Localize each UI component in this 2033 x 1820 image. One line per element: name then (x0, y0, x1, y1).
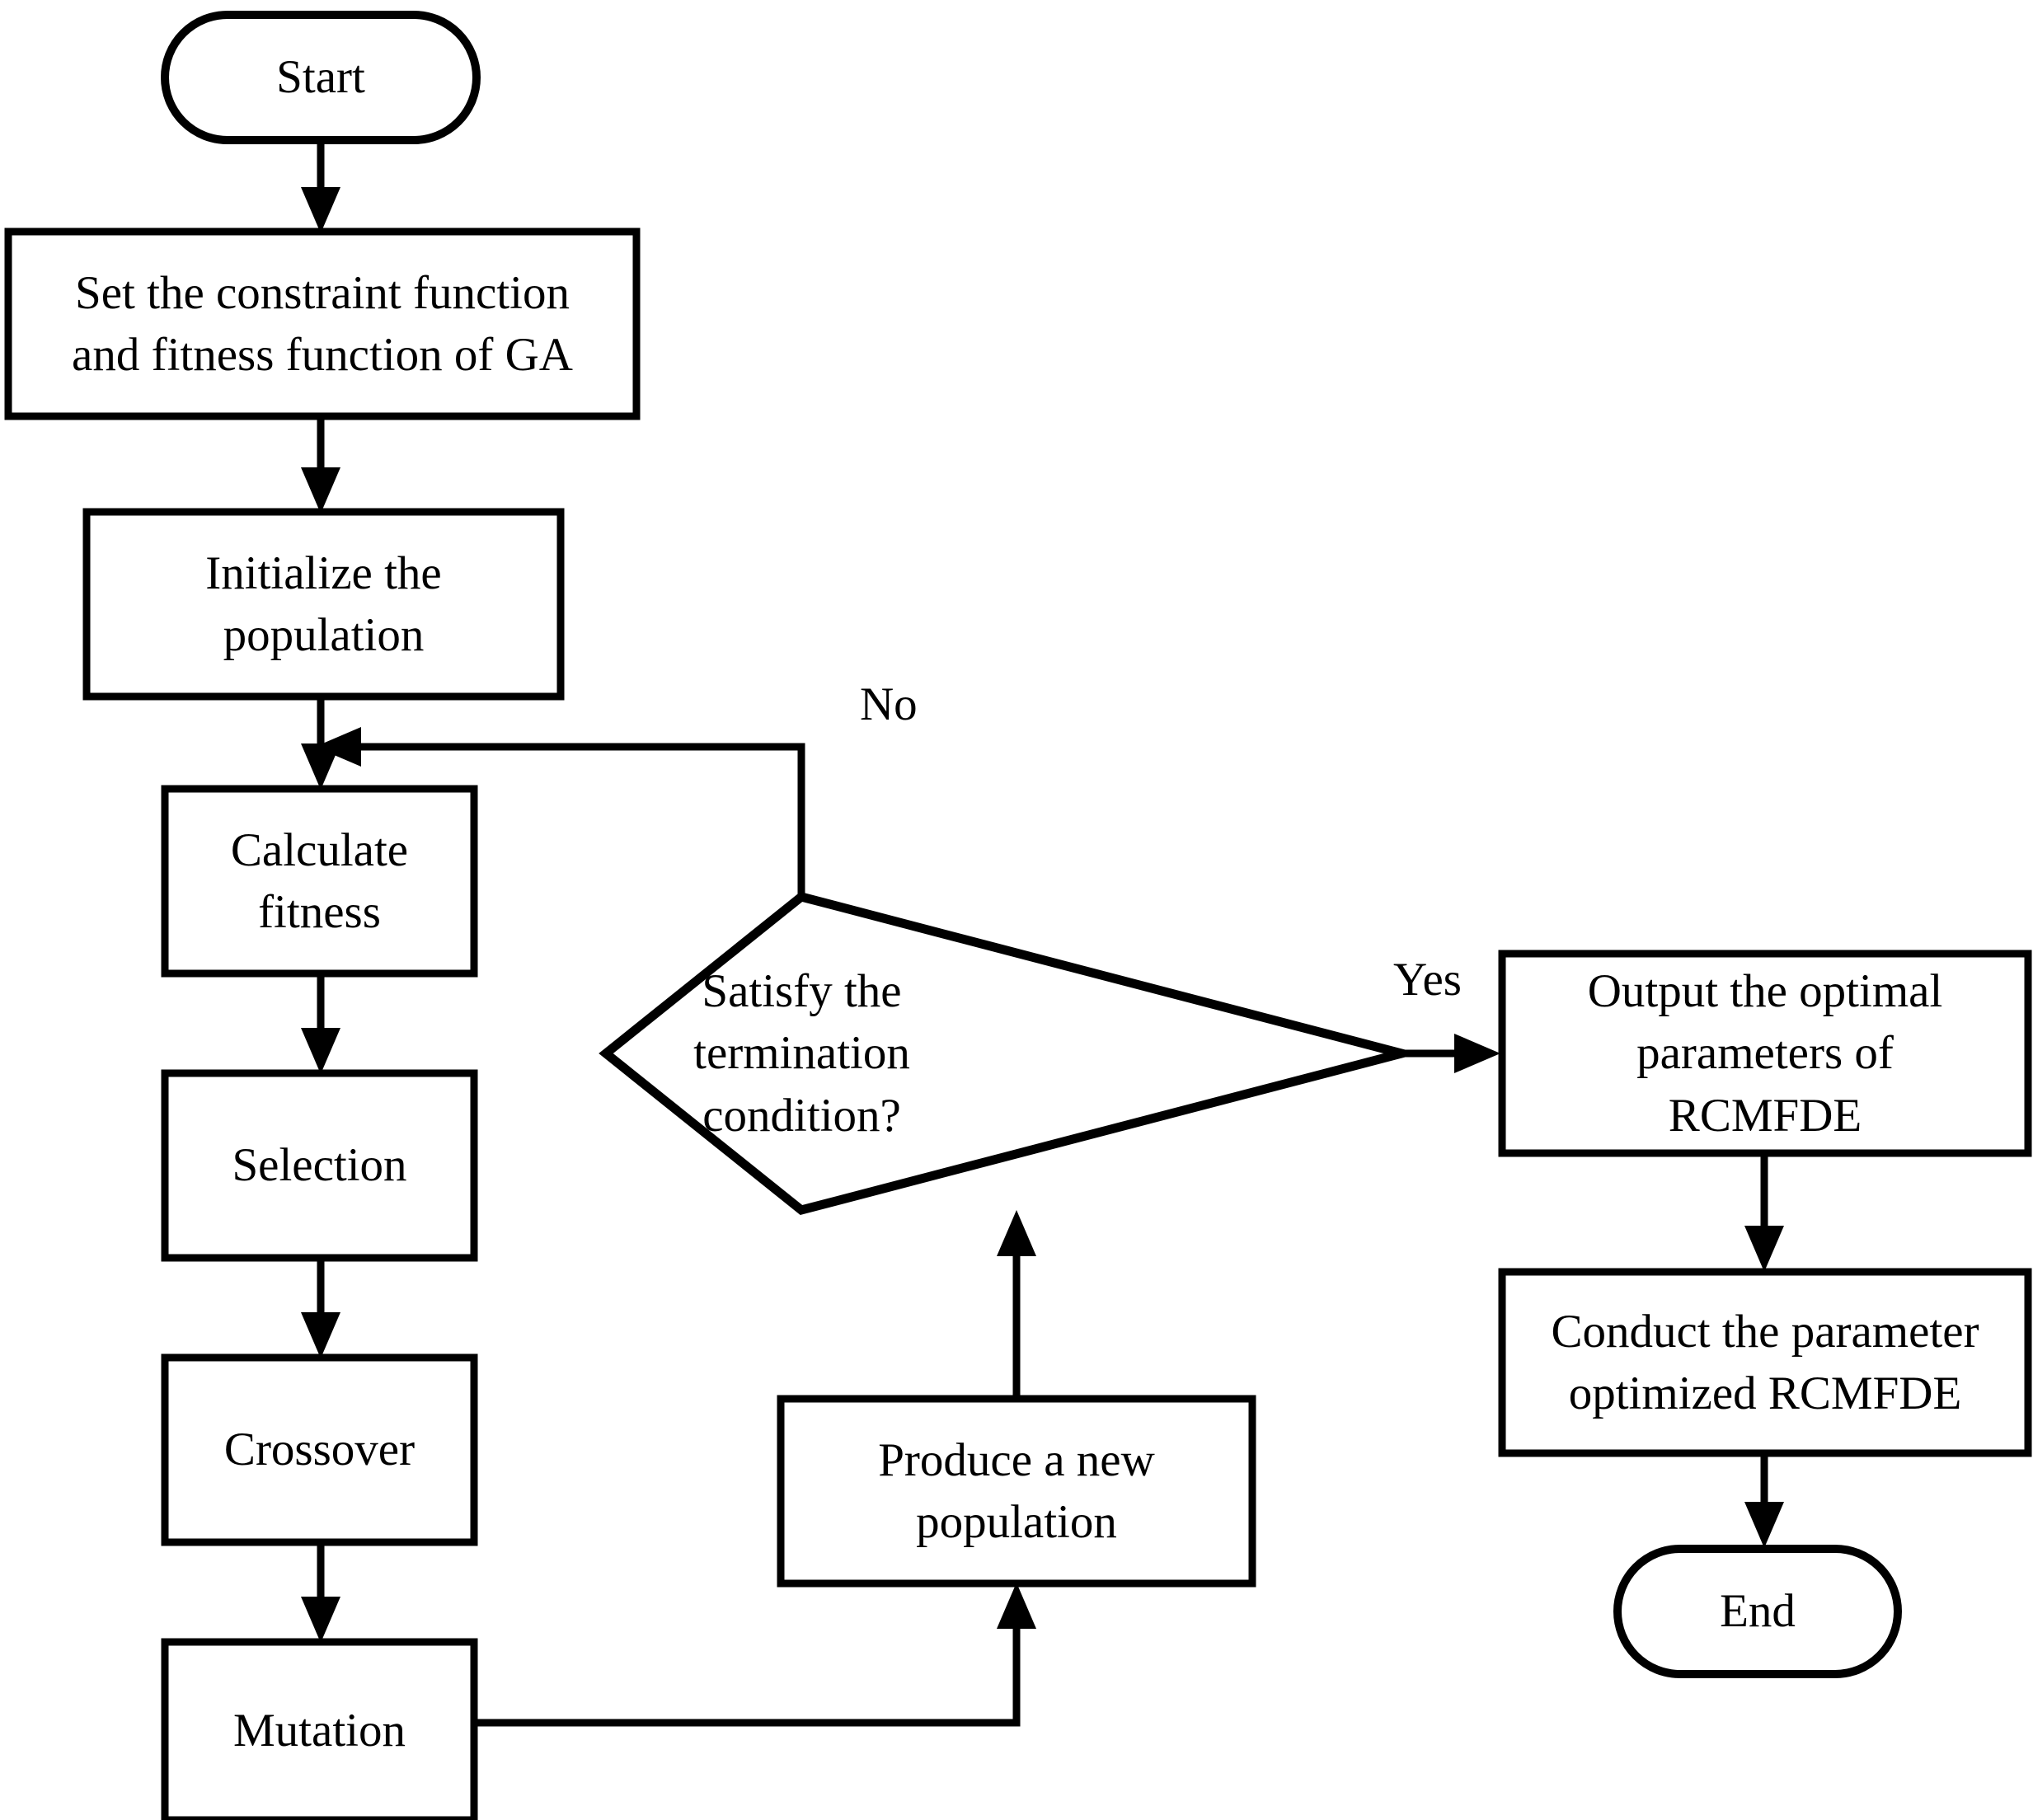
edge-conduct-to-end (1744, 1452, 1784, 1548)
node-mutation-shape[interactable] (161, 1638, 478, 1820)
edge-label-no: No (860, 678, 918, 730)
node-set-functions-shape[interactable] (4, 228, 641, 420)
edge-start-to-set-functions (301, 140, 340, 233)
edge-produce-population-to-termination (997, 1210, 1036, 1397)
node-end-shape[interactable] (1613, 1545, 1902, 1678)
edge-mutation-to-produce-population (474, 1583, 1036, 1727)
node-initialize-shape[interactable] (82, 508, 565, 701)
node-termination-shape[interactable] (599, 891, 1420, 1216)
edge-initialize-to-calculate-fitness (301, 697, 340, 790)
edge-calculate-fitness-to-selection (301, 973, 340, 1074)
edge-crossover-to-mutation (301, 1541, 340, 1643)
node-conduct-shape[interactable] (1498, 1268, 2032, 1457)
edge-label-yes: Yes (1393, 954, 1462, 1006)
node-start-shape[interactable] (161, 11, 481, 144)
edge-output-params-to-conduct (1744, 1152, 1784, 1272)
edge-set-functions-to-initialize (301, 416, 340, 514)
node-calculate-fitness-shape[interactable] (161, 785, 478, 978)
node-produce-population-shape[interactable] (777, 1395, 1256, 1588)
node-output-params-shape[interactable] (1498, 950, 2032, 1157)
edge-selection-to-crossover (301, 1257, 340, 1358)
node-selection-shape[interactable] (161, 1069, 478, 1262)
edge-termination-no-to-calculate-fitness (315, 727, 805, 897)
node-crossover-shape[interactable] (161, 1353, 478, 1546)
